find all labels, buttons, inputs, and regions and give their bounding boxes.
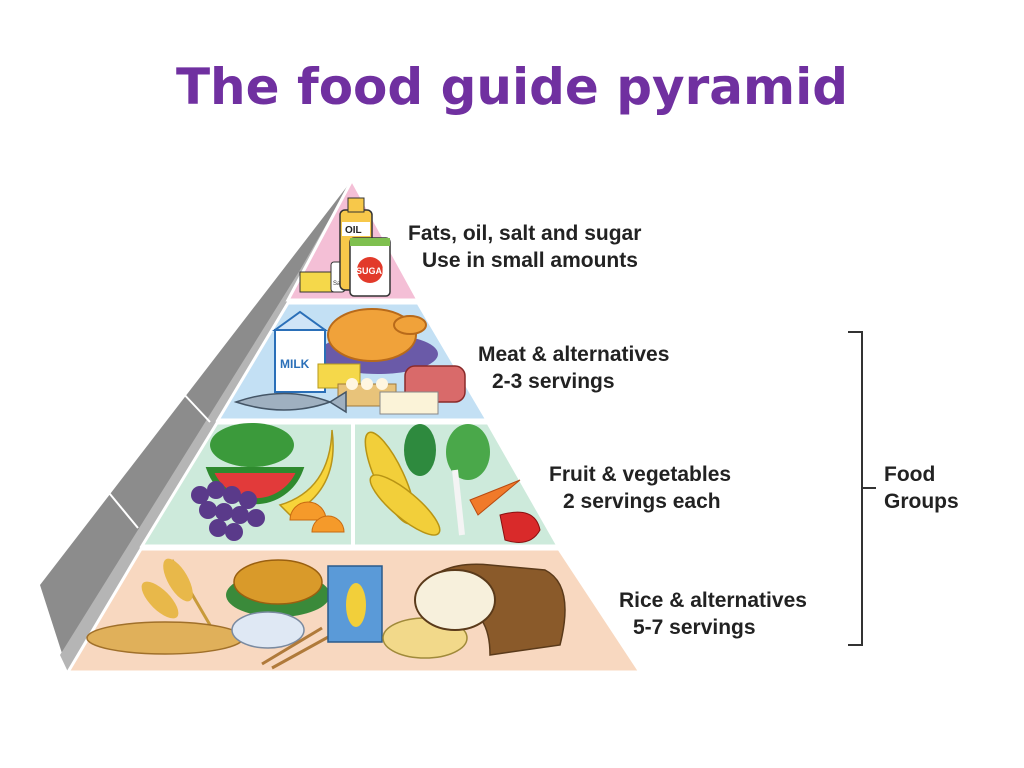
svg-text:MILK: MILK (280, 357, 310, 371)
tomato-pepper-icon (499, 511, 541, 543)
tier-label-fruit-veg: Fruit & vegetables 2 servings each (549, 461, 731, 515)
orange-slices-icon (289, 501, 345, 533)
milk-carton-icon (274, 329, 326, 393)
rice-bowl-icon (231, 611, 305, 649)
tier-meat-title: Meat & alternatives (478, 343, 670, 366)
food-groups-line2: Groups (884, 490, 959, 513)
leafy-greens-icon (404, 424, 490, 536)
svg-text:SUGAR: SUGAR (356, 266, 389, 276)
tier-rice-servings: 5-7 servings (633, 616, 756, 639)
tier-meat-servings: 2-3 servings (492, 370, 615, 393)
tier-label-meat: Meat & alternatives 2-3 servings (478, 341, 669, 395)
svg-text:OIL: OIL (345, 225, 362, 236)
page-title: The food guide pyramid (175, 58, 849, 116)
food-groups-line1: Food (884, 463, 936, 486)
pyramid-side-highlight (60, 180, 352, 672)
wheat-icon (141, 558, 212, 626)
tofu-icon (379, 391, 439, 415)
food-groups-bracket (848, 331, 863, 646)
rice-foods-illustration (86, 558, 566, 670)
tier-fats-servings: Use in small amounts (422, 249, 638, 272)
tier-fruit-veg-servings: 2 servings each (563, 490, 721, 513)
tier-fats-title: Fats, oil, salt and sugar (408, 222, 642, 245)
pyramid-side-face (40, 180, 352, 672)
tier-rice-title: Rice & alternatives (619, 589, 807, 612)
food-groups-label: Food Groups (884, 461, 959, 515)
butter-icon (299, 271, 335, 293)
tier-fruit-veg-title: Fruit & vegetables (549, 463, 732, 486)
fats-foods-illustration: Salt OIL SUGAR (299, 197, 391, 297)
grapes-icon (191, 481, 265, 541)
baguette-icon (86, 621, 244, 655)
tier-label-rice: Rice & alternatives 5-7 servings (619, 587, 807, 641)
tier-label-fats: Fats, oil, salt and sugar Use in small a… (408, 220, 641, 274)
tier-fruit-veg (139, 421, 561, 548)
svg-text:Salt: Salt (333, 281, 344, 287)
corn-icon (364, 431, 441, 536)
carrot-icon (469, 479, 521, 516)
fruit-veg-illustration (191, 423, 541, 543)
meat-foods-illustration: MILK (233, 308, 466, 415)
